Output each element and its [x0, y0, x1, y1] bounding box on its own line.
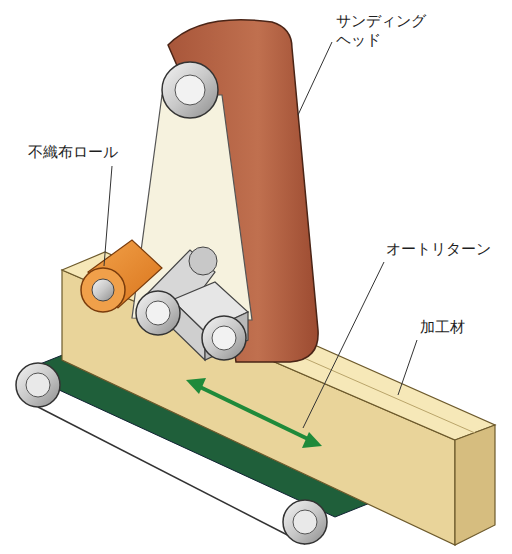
nonwoven-roll — [81, 240, 162, 312]
roll-hub — [92, 279, 114, 301]
arrow-head — [186, 378, 206, 394]
roll-end — [81, 268, 125, 312]
arrow-shaft — [200, 387, 308, 439]
leader-line — [298, 42, 332, 115]
roller-end — [189, 247, 217, 275]
leader-line — [303, 262, 384, 428]
part-label: サンディング ヘッド — [336, 12, 435, 50]
arrow-head — [302, 432, 322, 448]
front-roller — [202, 316, 246, 360]
leader-line — [104, 166, 112, 266]
conveyor-roller — [16, 363, 60, 407]
conveyor-roller — [283, 500, 327, 544]
part-label: 不織布ロール — [28, 143, 118, 162]
sanding-head — [132, 20, 318, 362]
leader-lines — [104, 42, 417, 428]
roller-hub — [175, 75, 205, 105]
roller-hub — [146, 301, 170, 325]
top-roller — [162, 62, 218, 118]
part-label: 加工材 — [420, 318, 465, 337]
part-label: オートリターン — [386, 240, 491, 259]
leader-line — [398, 340, 417, 395]
roller-hub — [26, 373, 50, 397]
auto-return-arrow — [186, 378, 322, 448]
roller-hub — [293, 510, 317, 534]
workpiece-end — [455, 425, 495, 545]
front-roller — [136, 291, 180, 335]
roller-hub — [212, 326, 236, 350]
